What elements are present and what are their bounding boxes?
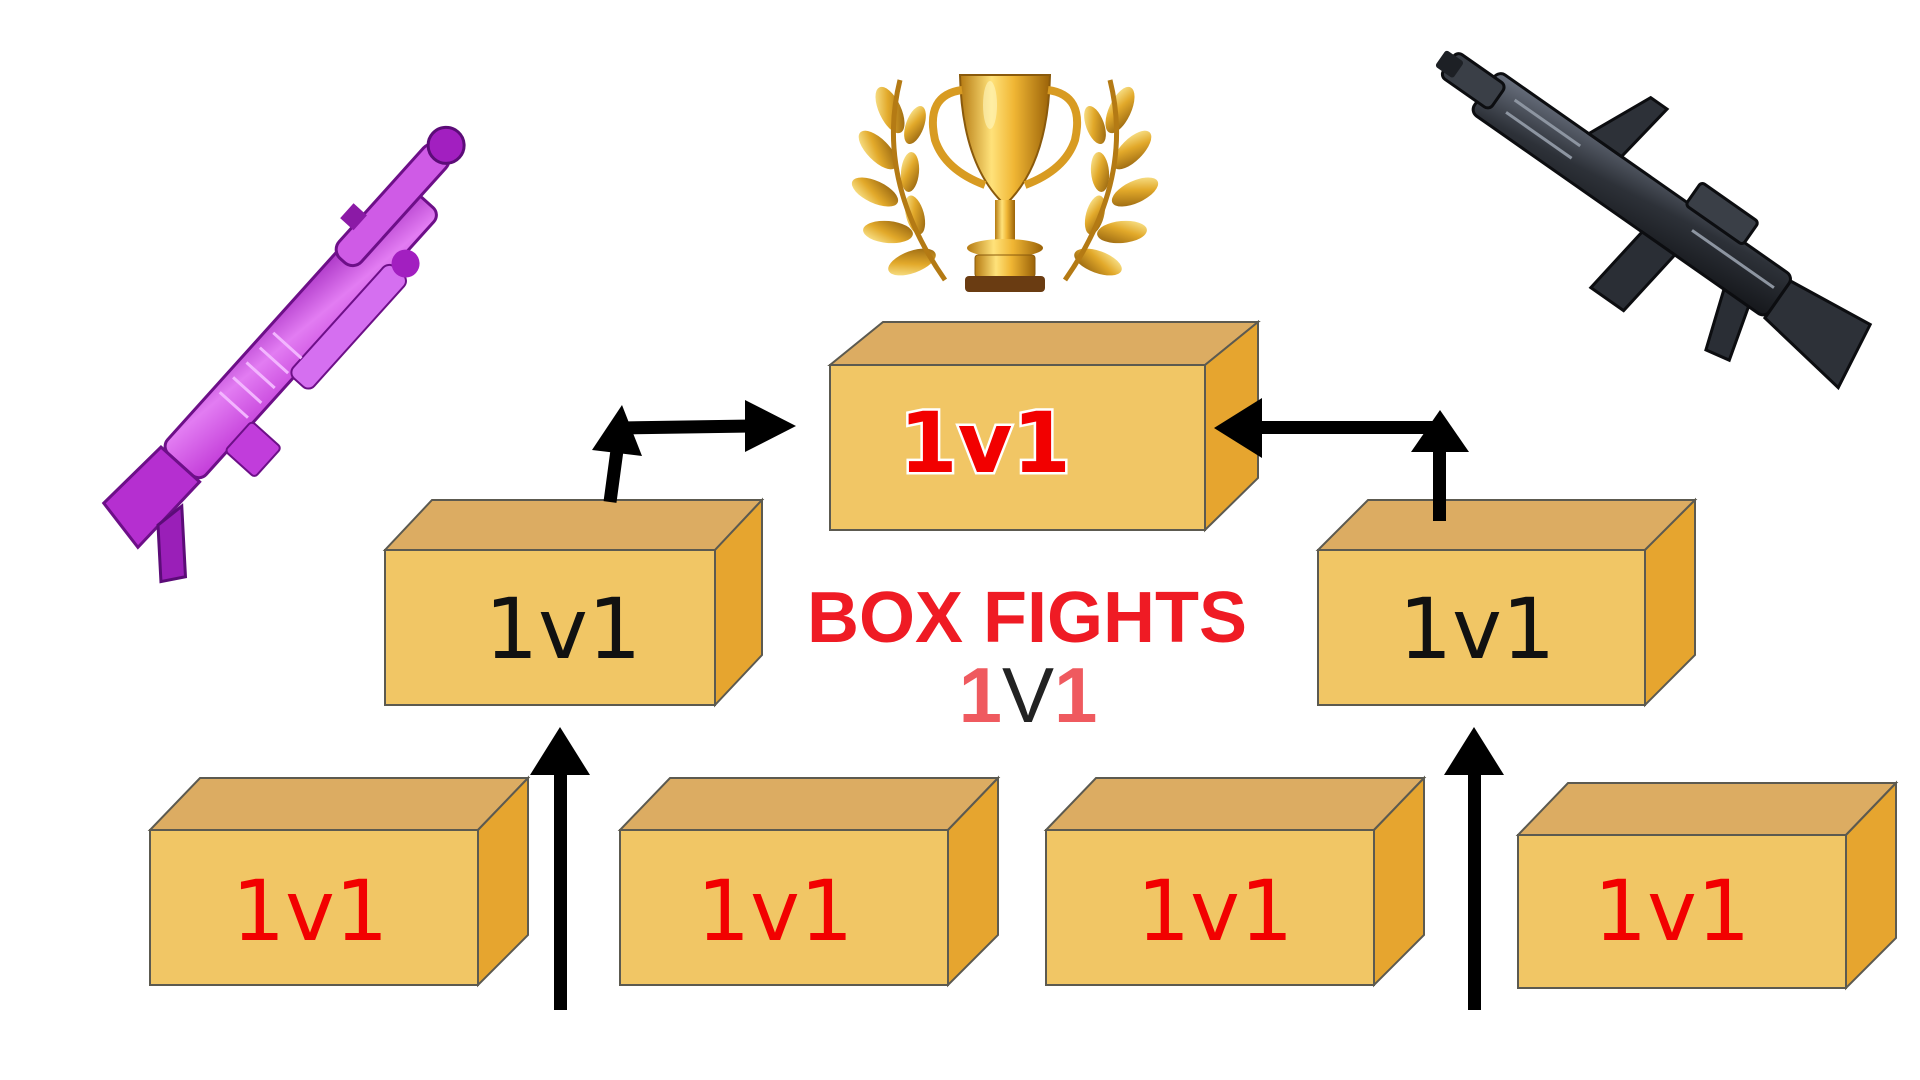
arrow-left-to-final xyxy=(592,400,796,503)
round1-box-1: 1v1 xyxy=(147,775,531,988)
title-1v1-part3: 1 xyxy=(1054,651,1097,739)
pump-shotgun-icon xyxy=(101,125,466,584)
round1-box-1-label: 1v1 xyxy=(232,862,389,960)
round1-box-4: 1v1 xyxy=(1515,780,1899,991)
round1-box-2-label: 1v1 xyxy=(697,862,854,960)
arrow-left-up xyxy=(530,727,590,1010)
semi-left-box: 1v1 xyxy=(382,497,765,708)
trophy-icon xyxy=(851,74,1159,292)
semi-right-box-label: 1v1 xyxy=(1399,580,1556,678)
arrow-right-to-final xyxy=(1214,398,1469,521)
arrow-right-up xyxy=(1444,727,1504,1010)
title-box-fights: BOX FIGHTS xyxy=(807,578,1247,658)
round1-box-4-label: 1v1 xyxy=(1594,862,1751,960)
round1-box-3: 1v1 xyxy=(1043,775,1427,988)
assault-rifle-icon xyxy=(1435,50,1873,391)
semi-right-box: 1v1 xyxy=(1315,497,1698,708)
round1-box-2: 1v1 xyxy=(617,775,1001,988)
final-box-label: 1v1 xyxy=(899,394,1071,492)
final-box: 1v1 xyxy=(827,319,1261,533)
title-1v1-part1: 1 xyxy=(959,651,1002,739)
title-1v1: 1V1 xyxy=(959,651,1098,739)
semi-left-box-label: 1v1 xyxy=(485,580,642,678)
round1-box-3-label: 1v1 xyxy=(1137,862,1294,960)
title-1v1-part2: V xyxy=(1002,651,1054,739)
